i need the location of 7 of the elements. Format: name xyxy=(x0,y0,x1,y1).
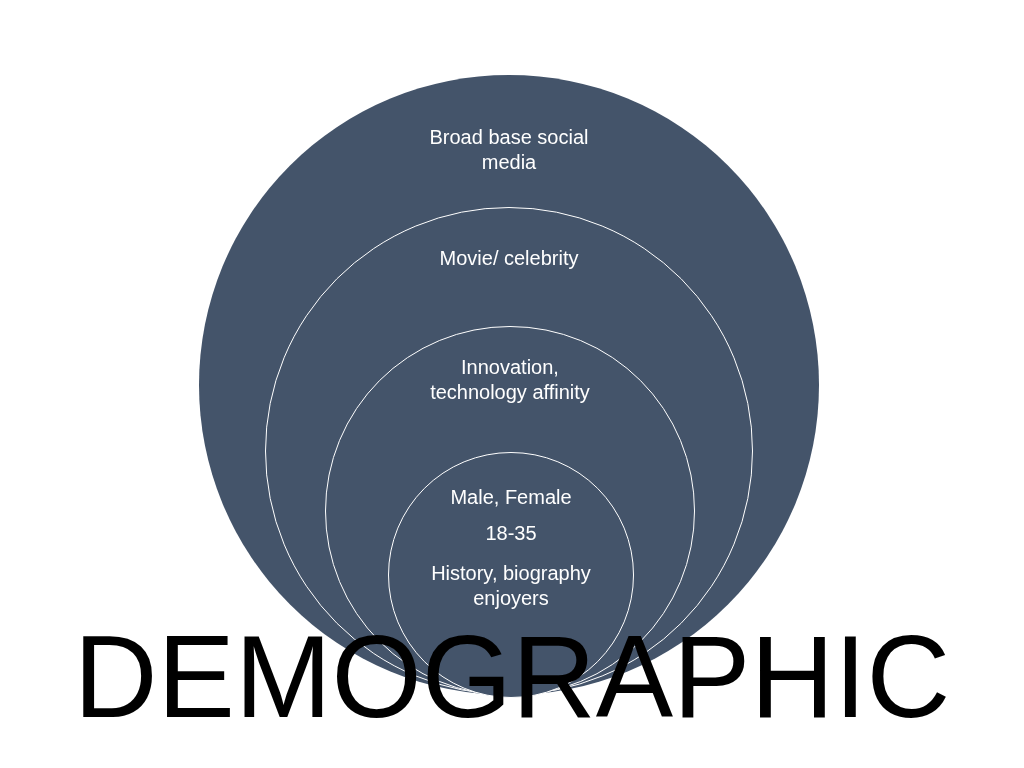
circle-label: Broad base social media xyxy=(428,125,590,175)
circle-label: History, biography enjoyers xyxy=(430,561,592,611)
circle-label: Innovation, technology affinity xyxy=(430,355,590,405)
title-heading: DEMOGRAPHIC xyxy=(73,612,951,742)
circle-label: 18-35 xyxy=(484,521,538,546)
circle-label: Movie/ celebrity xyxy=(438,246,580,271)
circle-label: Male, Female xyxy=(449,485,573,510)
